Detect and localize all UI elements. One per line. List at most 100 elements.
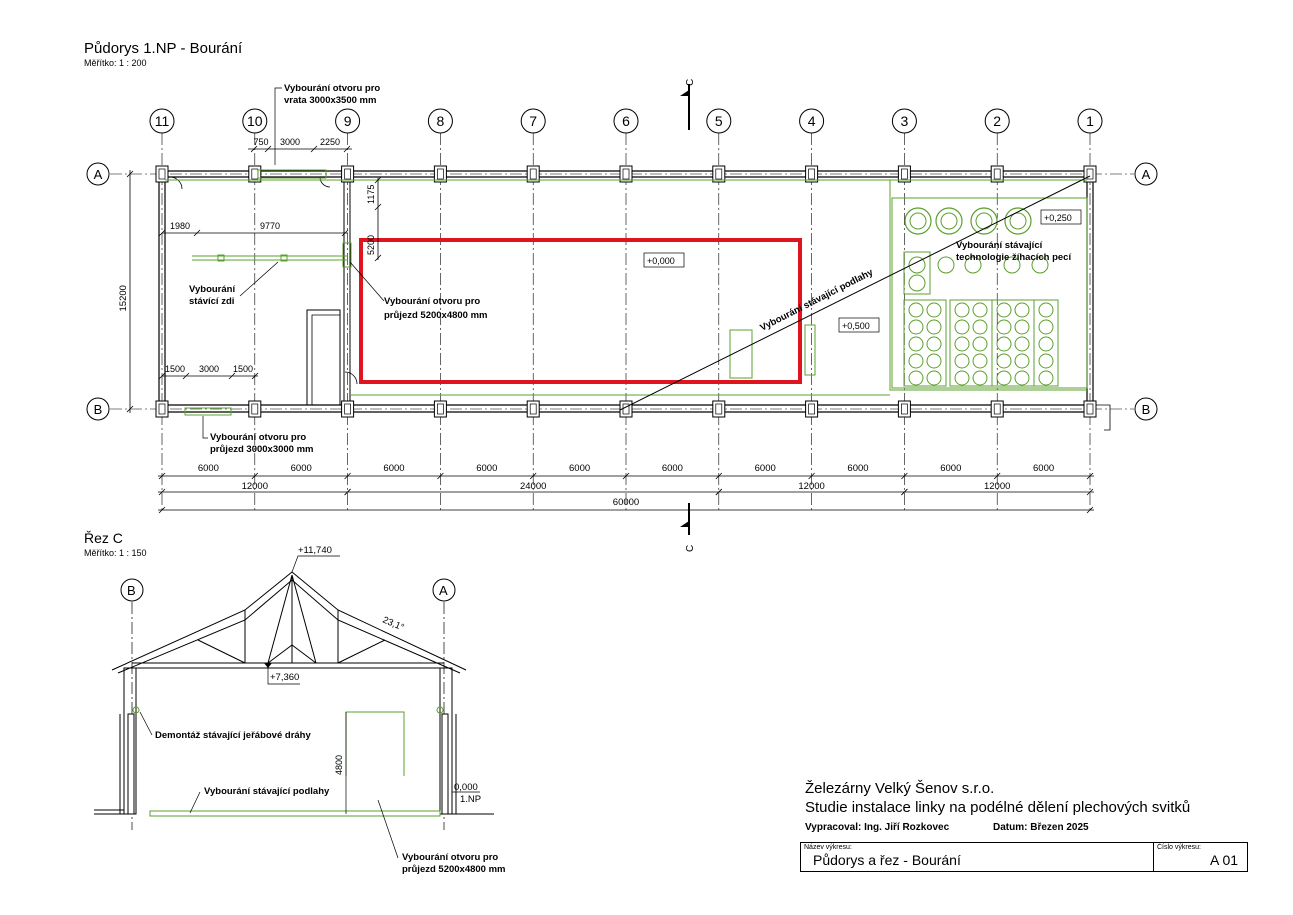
furnace-coil [1014, 336, 1030, 352]
drawing-name-label: Název výkresu: [804, 844, 852, 851]
column [990, 400, 1004, 418]
furnace-coil [908, 319, 924, 335]
dim-tick [158, 488, 166, 496]
dim-total: 60000 [613, 497, 639, 508]
annealing-furnaces [903, 207, 1059, 387]
dim-tick [264, 145, 272, 153]
svg-text:0,000: 0,000 [454, 782, 478, 793]
furnace-coil [1014, 370, 1030, 386]
column-core [901, 168, 908, 180]
axis-bubble-6 [613, 108, 639, 134]
svg-text:+0,250: +0,250 [1044, 213, 1072, 223]
column [155, 400, 169, 418]
column-core [158, 403, 166, 415]
furnace-coil [972, 353, 988, 369]
furnace-coil [996, 302, 1012, 318]
svg-text:průjezd 5200x4800 mm: průjezd 5200x4800 mm [402, 864, 506, 875]
furnace-coil [1014, 319, 1030, 335]
furnace-coil [1038, 319, 1054, 335]
furnace-coil [954, 353, 970, 369]
axis-bubble-11 [149, 108, 175, 134]
axis-label-5: 5 [715, 113, 723, 129]
note-wall: Vybourání [189, 284, 235, 295]
dim-tick [1086, 488, 1094, 496]
study-title: Studie instalace linky na podélné dělení… [805, 799, 1191, 816]
furnace-ring [909, 212, 927, 230]
furnace-coil [972, 319, 988, 335]
dim-tick [808, 472, 815, 480]
axis-label-B: B [94, 402, 103, 417]
column-core [1086, 168, 1094, 180]
note-technology: Vybourání stávající [956, 240, 1043, 251]
svg-text:+0,500: +0,500 [842, 321, 870, 331]
furnace-coil [926, 302, 942, 318]
furnace-ring [964, 256, 982, 274]
svg-text:průjezd 5200x4800 mm: průjezd 5200x4800 mm [384, 310, 488, 321]
plan-title: Půdorys 1.NP - Bourání [84, 40, 243, 57]
dim-tick [715, 488, 723, 496]
column-core [993, 168, 1001, 180]
axis-bubble-3 [891, 108, 917, 134]
dim-bay: 6000 [1033, 463, 1054, 474]
furnace-coil [954, 370, 970, 386]
date: Datum: Březen 2025 [993, 822, 1089, 833]
dim-tick [341, 229, 349, 237]
column-core [529, 168, 537, 180]
furnace-coil [996, 370, 1012, 386]
dim-group: 12000 [242, 481, 268, 492]
dim-tick [158, 372, 166, 380]
column [526, 400, 540, 418]
highlight-rectangle [359, 238, 802, 384]
furnace-ring [940, 212, 958, 230]
dim-tick [715, 472, 723, 480]
furnace-ring [904, 207, 932, 235]
note-crane: Demontáž stávající jeřábové dráhy [155, 730, 311, 741]
furnace-block [903, 299, 947, 387]
column-core [344, 403, 351, 415]
furnace-coil [972, 336, 988, 352]
furnace-coil [926, 336, 942, 352]
dim-gate: 750 [253, 137, 268, 147]
dim-tick [343, 145, 351, 153]
dim-tick [993, 472, 1001, 480]
column-core [344, 168, 351, 180]
section-marker-top: C [680, 79, 696, 130]
dim-gate: 3000 [280, 137, 300, 147]
dim-tick [437, 472, 444, 480]
dim-tick [250, 145, 258, 153]
furnace-ring [1031, 256, 1049, 274]
axis-label-2: 2 [993, 113, 1001, 129]
dim-tick [901, 488, 908, 496]
drawing-number: A 01 [1210, 852, 1239, 868]
axis-label-A: A [94, 167, 103, 182]
dim-tick [374, 203, 382, 211]
column-core [993, 403, 1001, 415]
axis-bubble-8 [427, 108, 453, 134]
axis-label-9: 9 [344, 113, 352, 129]
furnace-coil [908, 336, 924, 352]
section-scale: Měřítko: 1 : 150 [84, 548, 147, 558]
column-core [901, 403, 908, 415]
furnace-coil [1014, 353, 1030, 369]
svg-text:4800: 4800 [334, 755, 344, 775]
author: Vypracoval: Ing. Jiří Rozkovec [805, 822, 950, 833]
svg-text:stávící zdi: stávící zdi [189, 296, 234, 307]
note-passage-2: Vybourání otvoru pro [210, 432, 306, 443]
furnace-coil [972, 302, 988, 318]
column-core [158, 168, 166, 180]
level-box-250: +0,250 [1040, 209, 1082, 225]
axis-label-B: B [1142, 402, 1151, 417]
dim-tick [251, 472, 259, 480]
column-core [715, 403, 723, 415]
furnace-block [991, 299, 1035, 387]
furnace-coil [1038, 353, 1054, 369]
furnace-coil [1014, 302, 1030, 318]
furnace-ring [975, 212, 993, 230]
dim-room-bottom: 3000 [199, 364, 219, 374]
dim-bay: 6000 [291, 463, 312, 474]
furnace-coil [926, 319, 942, 335]
furnace-coil [926, 353, 942, 369]
dim-bay: 6000 [476, 463, 497, 474]
furnace-coil [954, 336, 970, 352]
